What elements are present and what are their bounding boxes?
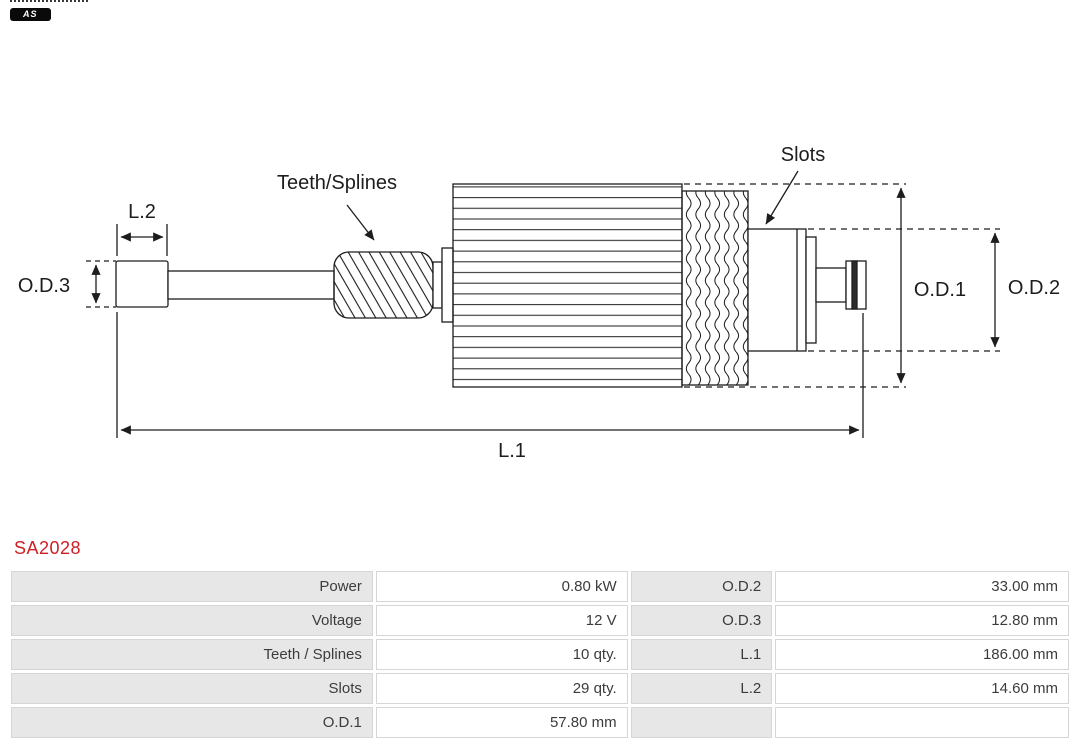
shaft-end-left [115,260,169,308]
spline-section [333,251,434,319]
spec-label: O.D.3 [630,605,773,636]
dimension-od3 [86,260,116,308]
dimension-l2 [116,224,168,256]
spec-value: 57.80 mm [375,707,628,738]
spec-value: 12 V [375,605,628,636]
dimension-od2 [808,228,1000,352]
shaft-groove [851,260,858,310]
label-teeth-splines: Teeth/Splines [277,172,397,194]
table-row: Voltage 12 V O.D.3 12.80 mm [11,605,1069,636]
label-slots: Slots [781,144,825,166]
spec-label: Teeth / Splines [11,639,373,670]
armature-technical-drawing: L.2 O.D.3 Teeth/Splines Slots O.D.1 O.D.… [18,144,1060,462]
shaft-left [167,270,335,300]
teeth-splines-arrow [346,204,375,241]
label-od2: O.D.2 [1008,277,1060,299]
label-l1: L.1 [498,440,526,462]
brand-logo: AS [10,0,88,22]
spec-label: O.D.2 [630,571,773,602]
spec-value: 12.80 mm [775,605,1069,636]
commutator-risers [681,190,749,386]
spec-label: Voltage [11,605,373,636]
table-row: Power 0.80 kW O.D.2 33.00 mm [11,571,1069,602]
dimension-lines [86,170,1000,438]
spec-value: 0.80 kW [375,571,628,602]
spec-value [775,707,1069,738]
dimension-l1 [116,312,864,438]
spec-value: 33.00 mm [775,571,1069,602]
label-od3: O.D.3 [18,275,70,297]
spec-label: O.D.1 [11,707,373,738]
spec-label: L.1 [630,639,773,670]
brand-logo-badge: AS [10,8,51,21]
slots-arrow [765,170,799,225]
specs-table: Power 0.80 kW O.D.2 33.00 mm Voltage 12 … [8,568,1072,741]
spec-label: Slots [11,673,373,704]
spec-label: L.2 [630,673,773,704]
spec-value: 10 qty. [375,639,628,670]
spec-label: Power [11,571,373,602]
spec-value: 186.00 mm [775,639,1069,670]
table-row: Slots 29 qty. L.2 14.60 mm [11,673,1069,704]
collar-large [441,247,454,323]
spec-label [630,707,773,738]
table-row: Teeth / Splines 10 qty. L.1 186.00 mm [11,639,1069,670]
label-l2: L.2 [128,201,156,223]
dotted-line [10,0,88,2]
shaft-right [815,267,847,303]
spec-value: 14.60 mm [775,673,1069,704]
dimension-labels: L.2 O.D.3 Teeth/Splines Slots O.D.1 O.D.… [18,144,1060,462]
armature-core [452,183,683,388]
armature-body [115,183,867,388]
label-od1: O.D.1 [914,279,966,301]
commutator-ring [805,236,817,344]
collar-small [432,261,443,309]
commutator [747,228,807,352]
brand-logo-text: AS [23,9,38,19]
spec-value: 29 qty. [375,673,628,704]
part-number: SA2028 [14,538,82,558]
table-row: O.D.1 57.80 mm [11,707,1069,738]
